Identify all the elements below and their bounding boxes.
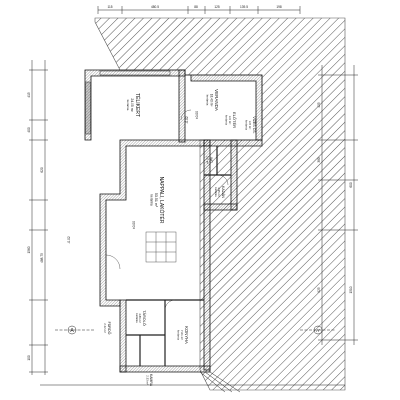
dim-left-5: 1560 (27, 246, 31, 253)
room-name: KAZÁN (221, 186, 225, 198)
level-nappali: ±0.00 (132, 221, 136, 229)
room-area: 24.05 m² (130, 98, 134, 112)
winter-garden-windows (85, 70, 171, 135)
room-area: 53.51 m² (154, 193, 158, 208)
room-area: 2.0 m² (205, 156, 209, 164)
room-floor: kerámia (225, 115, 229, 125)
building-walls (84, 69, 263, 373)
room-veranda: VERANDA 18.43 m² kerámia (206, 89, 220, 111)
room-nappali: NAPPALI, LAKÓTÉR 53.51 m² kerámia (150, 177, 166, 224)
living-room-grid (145, 231, 177, 263)
dim-left-2: 620 (40, 167, 44, 173)
dim-left-3: 400 (27, 127, 31, 133)
level-veranda: ±0.00 (195, 111, 199, 119)
section-marker-left: A (55, 325, 95, 335)
room-floor: kerámia (206, 95, 210, 106)
room-eloter: ELŐTÉR 3.6 m² kerámia (225, 112, 238, 128)
dim-top-5: 139.5 (240, 5, 248, 9)
dim-right-4: 1510 (349, 286, 353, 293)
interior-walls (126, 146, 231, 366)
room-vizes: VIZES CS. 3.8 m² kerámia (245, 116, 257, 133)
level-markers: -0.02 ±0.00 ±0.00 -0.02 (67, 111, 199, 244)
room-area: 18.43 m² (210, 94, 214, 107)
section-label-a: A (70, 328, 74, 334)
dim-right-2: 380 (317, 157, 321, 163)
room-floor: kerámia (177, 330, 181, 340)
room-name: NAPPALI, LAKÓTÉR (158, 177, 165, 224)
room-furdo: FÜRDŐ 2.22 m² (103, 322, 112, 335)
room-floor: kerámia (126, 100, 130, 111)
right-dimension-chain: 425 380 600 1510 925 (317, 65, 358, 345)
room-name: TÁROLÓ (142, 310, 147, 326)
dim-top-3: 88 (194, 5, 198, 9)
room-wc: WC 2.0 m² (205, 156, 213, 164)
top-dimension-chain: 115 480.5 88 125 139.5 198 (97, 5, 301, 14)
level-telikert: -0.02 (185, 116, 189, 123)
room-name: VIZES CS. (252, 116, 256, 133)
dim-top-1: 115 (107, 5, 112, 9)
left-dimension-chain: 415 620 400 488.75 1560 100 (27, 60, 48, 375)
door-swings (105, 109, 229, 311)
room-name: KONYHA (184, 326, 189, 344)
level-terrace: -0.02 (67, 236, 71, 243)
room-kazan: KAZÁN 4.95 m² kerámia (214, 186, 225, 198)
dim-top-6: 198 (276, 5, 282, 9)
room-name: ELŐTÉR (232, 112, 237, 128)
dim-left-1: 415 (27, 92, 31, 98)
room-kamra: KAMRA 2.33 m² (145, 374, 153, 387)
room-taroló: TÁROLÓ 4.86 m² kerámia (135, 310, 147, 326)
room-area: 3.8 m² (248, 121, 252, 130)
section-label-a-prime: A' (316, 328, 320, 333)
room-area: 4.86 m² (138, 313, 142, 323)
room-area: 2.22 m² (103, 323, 107, 333)
room-area: 3.6 m² (228, 116, 232, 125)
dim-top-4: 125 (214, 5, 220, 9)
section-marker-right: A' (300, 325, 335, 335)
room-telikert: TÉLIKERT 24.05 m² kerámia (126, 93, 141, 117)
entrance-steps (199, 371, 241, 393)
room-floor: kerámia (245, 120, 249, 130)
room-area: 2.33 m² (145, 375, 149, 385)
room-name: FÜRDŐ (107, 322, 112, 335)
dim-right-3: 600 (349, 182, 353, 188)
room-area: 7.61 m² (180, 330, 184, 340)
room-name: VERANDA (214, 89, 219, 111)
room-floor: kerámia (150, 194, 154, 206)
room-area: 4.95 m² (217, 187, 221, 197)
dim-right-5: 925 (317, 287, 321, 293)
room-name: TÉLIKERT (134, 93, 141, 117)
dim-left-6: 100 (27, 355, 31, 361)
dim-left-4: 488.75 (40, 253, 44, 263)
dim-top-2: 480.5 (151, 5, 159, 9)
room-name: WC (209, 157, 213, 163)
room-floor: kerámia (214, 187, 218, 197)
room-konyha: KONYHA 7.61 m² kerámia (177, 326, 190, 344)
room-name: KAMRA (149, 374, 153, 387)
room-floor: kerámia (135, 313, 139, 323)
dim-right-1: 425 (317, 102, 321, 108)
